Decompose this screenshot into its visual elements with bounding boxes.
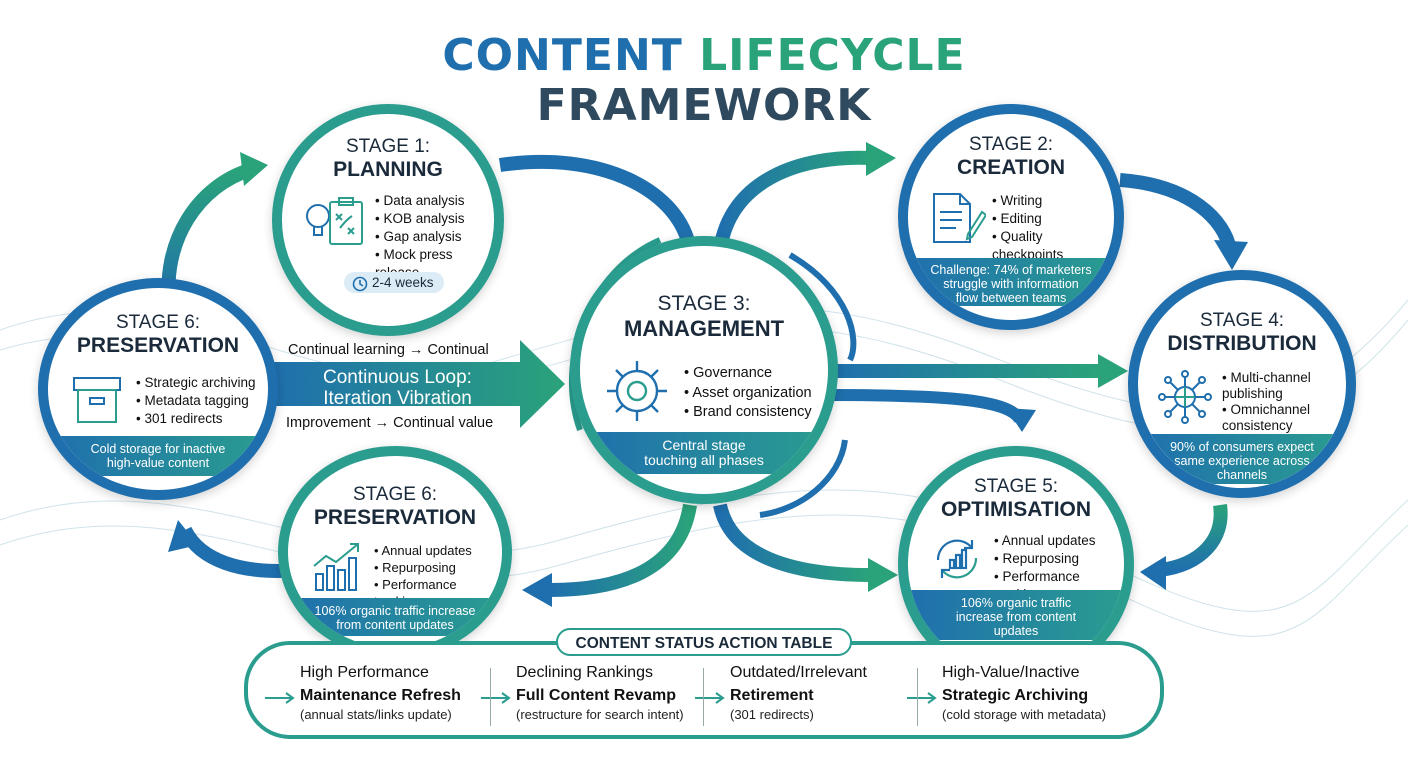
clock-icon [352,276,368,292]
stage-items: Governance Asset organization Brand cons… [684,364,812,423]
stage-number: STAGE 3: [657,292,751,315]
stage-name: DISTRIBUTION [1167,332,1317,355]
list-item: Data analysis [375,192,494,210]
stage-number: STAGE 6: [115,312,201,333]
arrow-right-icon [907,692,937,704]
stage-number: STAGE 2: [968,134,1054,155]
stat-banner-fill: 90% of consumers expect same experience … [1138,434,1346,484]
arrow-planning-to-management [498,154,697,252]
column-divider [490,668,491,726]
arrow-right-icon [265,692,295,704]
arrow-right-icon [695,692,725,704]
action-label: Retirement [730,687,814,704]
arrow-creation-to-distribution [1119,173,1237,252]
stage-items: Writing Editing Quality checkpoints [992,192,1114,264]
duration-label: 2-4 weeks [372,275,434,290]
growth-chart-icon [313,543,359,591]
stage-planning-card[interactable]: STAGE 1: PLANNING Data analysis KOB anal… [272,104,504,336]
arrow-management-to-optimisation [713,503,871,582]
list-item: Annual updates [994,532,1124,550]
action-note: (annual stats/links update) [300,707,452,722]
list-item: Asset organization [684,384,811,404]
stage-number: STAGE 5: [973,476,1059,497]
loop-arrow-label: Continuous Loop: Iteration Vibration [323,367,472,409]
network-globe-icon [1158,370,1212,424]
list-item: Annual updates [374,542,502,559]
status-label: Outdated/Irrelevant [730,664,867,681]
action-label: Full Content Revamp [516,687,677,704]
status-label: Declining Rankings [516,664,653,681]
list-item: Editing [992,210,1114,228]
stage-name: PRESERVATION [313,506,477,529]
table-column-high-value-inactive: High-Value/Inactive Strategic Archiving … [942,664,1106,722]
list-item: 301 redirects [136,410,256,428]
arrow-distribution-to-optimisation [1158,504,1228,577]
stage-preservation-bottom-card[interactable]: STAGE 6: PRESERVATION Annual updates Rep… [278,446,512,658]
stage-items: Data analysis KOB analysis Gap analysis … [375,192,494,282]
list-item: Writing [992,192,1114,210]
stage-name: PLANNING [333,158,443,181]
archive-box-icon [73,377,121,423]
stat-banner: 106% organic traffic increase from conte… [908,590,1124,640]
stage-name: MANAGEMENT [623,316,785,341]
list-item: Gap analysis [375,228,494,246]
page-title-line2: FRAMEWORK [536,80,872,131]
table-column-outdated: Outdated/Irrelevant Retirement (301 redi… [730,664,867,722]
action-label: Maintenance Refresh [300,687,461,704]
refresh-chart-icon [936,539,978,579]
column-divider [917,668,918,726]
document-pen-icon [933,193,986,243]
arrow-management-to-distribution [830,364,1100,378]
action-note: (restructure for search intent) [516,707,684,722]
arrow-management-to-preservation [549,503,697,597]
duration-badge: 2-4 weeks [344,272,444,293]
action-label: Strategic Archiving [942,687,1089,704]
page-title-line1: CONTENT LIFECYCLE [442,30,966,81]
table-column-declining-rankings: Declining Rankings Full Content Revamp (… [516,664,684,722]
arrow-right-icon [481,692,511,704]
clipboard-bulb-icon [306,197,363,245]
status-label: High-Value/Inactive [942,664,1080,681]
list-item: KOB analysis [375,210,494,228]
list-item: Strategic archiving [136,374,255,392]
stage-items: Strategic archiving Metadata tagging 301… [136,374,256,428]
gear-icon [607,361,667,421]
stat-banner: Challenge: 74% of marketers struggle wit… [908,258,1114,306]
stat-banner: 106% organic traffic increase from conte… [288,598,502,636]
stage-creation-card[interactable]: STAGE 2: CREATION Writing Editing Qualit… [898,104,1124,330]
column-divider [703,668,704,726]
action-table-title: CONTENT STATUS ACTION TABLE [556,628,852,656]
loop-caption-top: Continual learning → Continual [288,342,489,358]
action-note: (301 redirects) [730,707,814,722]
stage-number: STAGE 4: [1199,310,1285,331]
stage-name: PRESERVATION [76,334,240,357]
list-item: Brand consistency [684,403,812,423]
arrow-management-to-creation [713,150,871,252]
stage-distribution-card[interactable]: STAGE 4: DISTRIBUTION Multi-channelpubli… [1128,270,1356,498]
status-label: High Performance [300,664,429,681]
list-item: Repurposing [994,550,1124,568]
list-item: Metadata tagging [136,392,256,410]
stage-preservation-left-card[interactable]: STAGE 6: PRESERVATION Strategic archivin… [38,278,278,500]
list-item: Repurposing [374,559,502,576]
stage-name: CREATION [956,156,1066,179]
stage-management-card[interactable]: STAGE 3: MANAGEMENT Governance Asset org… [570,236,838,504]
stat-banner: Central stage touching all phases [580,432,828,474]
table-column-high-performance: High Performance Maintenance Refresh (an… [300,664,461,722]
loop-caption-bottom: Improvement → Continual value [286,415,494,431]
continuous-loop-arrow [270,340,565,428]
list-item: Governance [684,364,812,384]
stat-banner: Cold storage for inactive high-value con… [48,436,268,476]
action-note: (cold storage with metadata) [942,707,1107,722]
stage-name: OPTIMISATION [940,498,1092,521]
stage-number: STAGE 6: [352,484,438,505]
stage-number: STAGE 1: [345,136,431,157]
